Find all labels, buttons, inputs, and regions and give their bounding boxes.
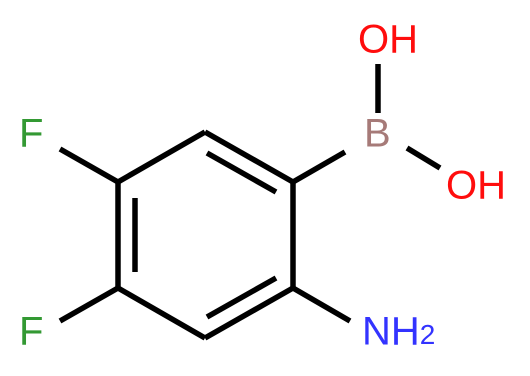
ring-double-bond-inner-1 [205, 150, 278, 195]
bond-b-o-right [405, 145, 442, 171]
ring-bond-c5-c6 [116, 129, 207, 185]
bond-c2-n [291, 285, 352, 324]
ring-double-bond-inner-3 [205, 275, 278, 320]
fluorine-label-top: F [19, 112, 43, 156]
ring-bond-c3-c4 [116, 285, 207, 341]
bond-c1-b [291, 149, 347, 185]
boron-label: B [364, 112, 391, 156]
ring-bond-c2-c3 [203, 285, 295, 341]
fluorine-label-bottom: F [19, 310, 43, 354]
amine-label: NH [362, 310, 420, 354]
oh-label-top: OH [358, 18, 418, 62]
amine-subscript: 2 [420, 319, 436, 350]
bond-c5-f [58, 146, 120, 185]
bond-c4-f [58, 285, 120, 324]
oh-label-right: OH [446, 164, 506, 208]
ring-bond-c6-c1 [203, 129, 295, 185]
amine-label-group: NH2 [362, 310, 435, 354]
